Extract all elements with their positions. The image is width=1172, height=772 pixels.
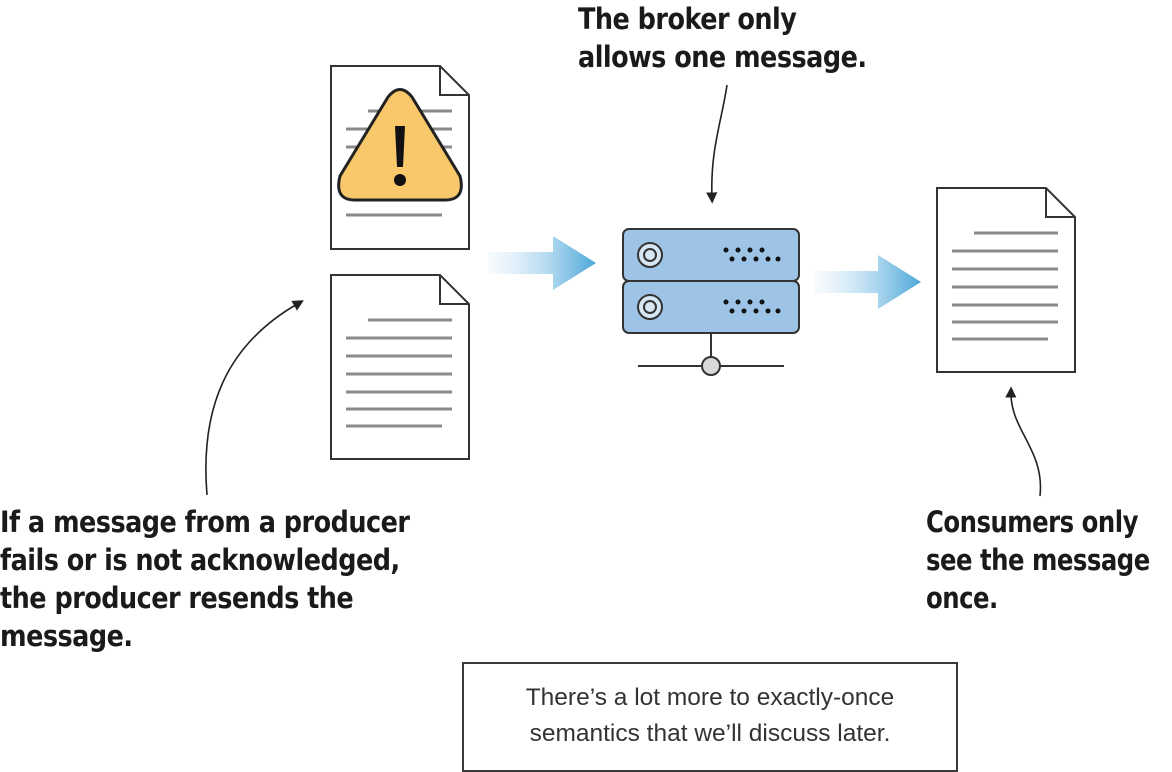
consumer-callout-line: Consumers only bbox=[926, 505, 1138, 539]
warning-document-icon bbox=[330, 65, 470, 250]
producer-callout-line: message. bbox=[0, 619, 133, 653]
consumer-document-icon bbox=[936, 187, 1076, 373]
consumer-callout: Consumers only see the message once. bbox=[926, 503, 1150, 617]
arrow-right-icon bbox=[814, 255, 921, 309]
producer-callout-line: the producer resends the bbox=[0, 581, 354, 615]
server-icon bbox=[622, 228, 800, 376]
producer-callout-leader bbox=[205, 300, 304, 496]
note-line: semantics that we’ll discuss later. bbox=[529, 720, 891, 747]
producer-callout-line: fails or is not acknowledged, bbox=[0, 543, 400, 577]
broker-callout-leader bbox=[706, 84, 728, 204]
producer-callout-line: If a message from a producer bbox=[0, 505, 410, 539]
note-line: There’s a lot more to exactly-once bbox=[525, 684, 895, 711]
broker-callout-line: The broker only bbox=[578, 2, 797, 36]
arrow-right-icon bbox=[488, 236, 596, 290]
consumer-callout-line: once. bbox=[926, 581, 998, 615]
broker-callout: The broker only allows one message. bbox=[578, 0, 867, 76]
broker-callout-line: allows one message. bbox=[578, 40, 867, 74]
warning-icon bbox=[337, 88, 463, 202]
producer-callout: If a message from a producer fails or is… bbox=[0, 503, 410, 655]
consumer-callout-leader bbox=[1005, 386, 1042, 497]
document-icon bbox=[330, 274, 470, 460]
note-box: There’s a lot more to exactly-once seman… bbox=[462, 662, 958, 772]
consumer-callout-line: see the message bbox=[926, 543, 1150, 577]
